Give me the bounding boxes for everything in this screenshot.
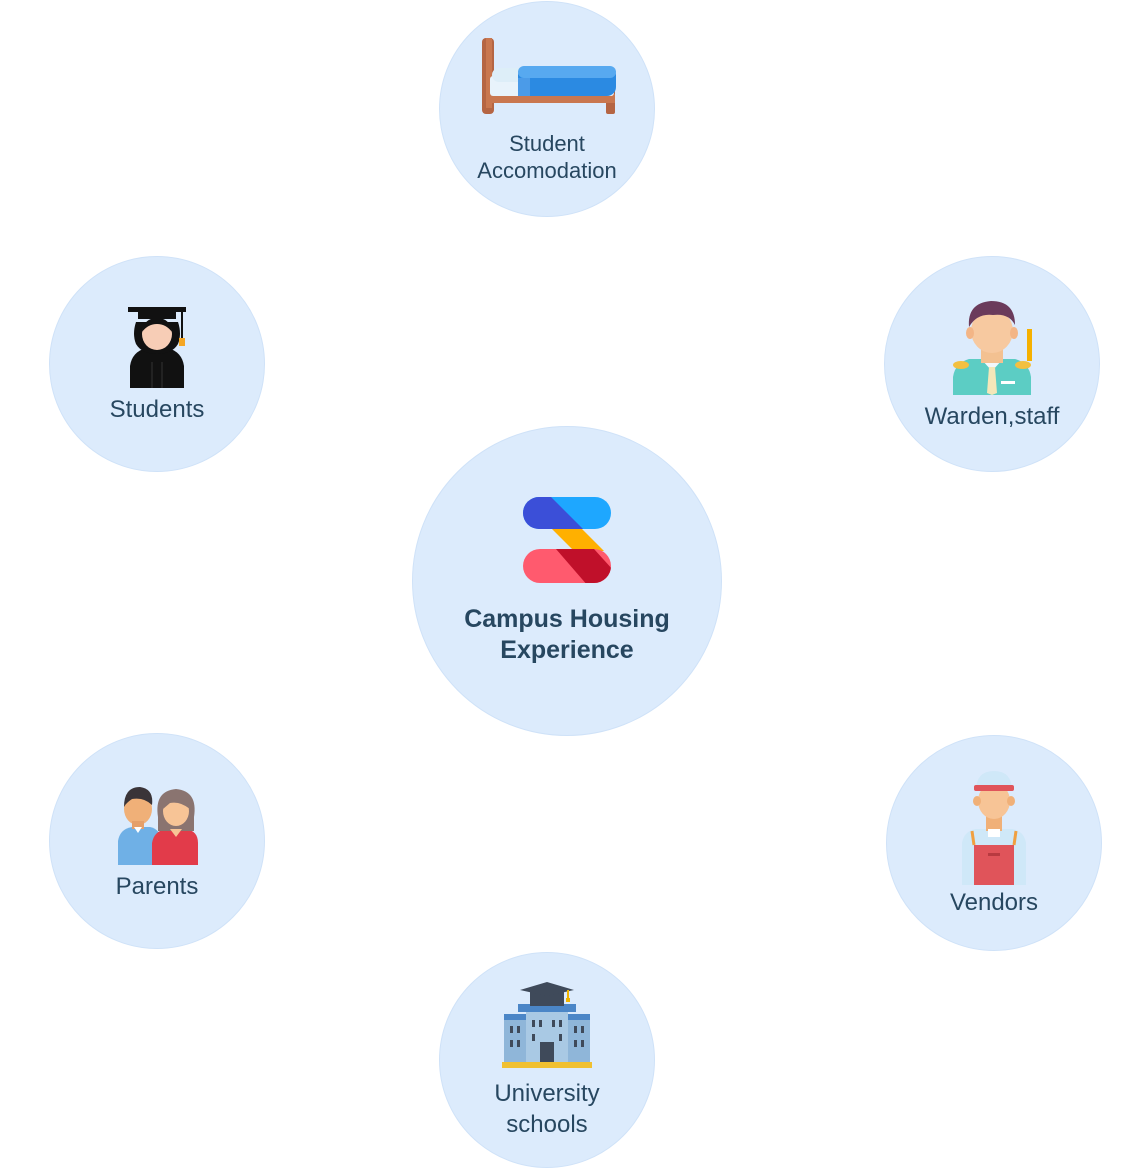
node-campus-housing-experience: Campus Housing Experience	[412, 426, 722, 736]
node-label: Parents	[115, 873, 199, 900]
vendor-icon	[958, 769, 1030, 885]
node-label: Warden,staff	[924, 403, 1060, 430]
center-label: Campus Housing Experience	[464, 605, 670, 664]
node-label: Students	[109, 396, 205, 423]
node-label: Student Accomodation	[477, 131, 617, 183]
node-students: Students	[49, 256, 265, 472]
node-label: University schools	[494, 1080, 600, 1138]
campus-logo-icon	[522, 496, 612, 584]
staff-icon	[951, 297, 1033, 395]
node-vendors: Vendors	[886, 735, 1102, 951]
node-label: Vendors	[949, 889, 1039, 916]
university-building-icon	[502, 980, 592, 1068]
parents-icon	[114, 781, 200, 865]
graduate-icon	[122, 304, 192, 388]
node-student-accommodation: Student Accomodation	[439, 1, 655, 217]
bed-icon	[478, 34, 616, 116]
node-university-schools: University schools	[439, 952, 655, 1168]
node-warden-staff: Warden,staff	[884, 256, 1100, 472]
node-parents: Parents	[49, 733, 265, 949]
